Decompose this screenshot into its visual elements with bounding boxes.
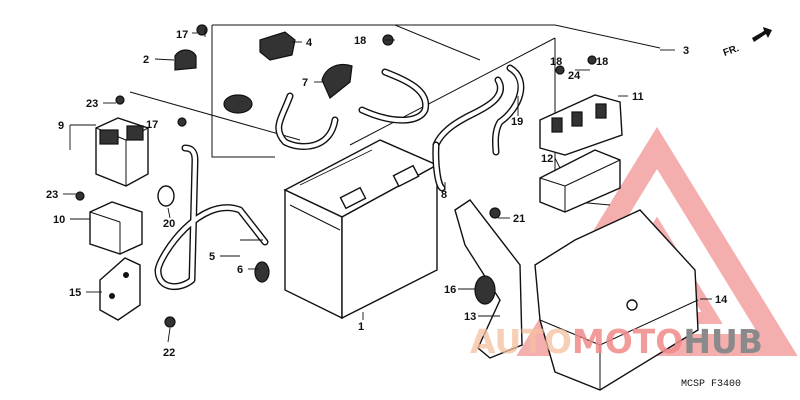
part-label: 17	[146, 119, 158, 131]
part-label: 20	[163, 218, 175, 230]
starter-relay	[95, 117, 149, 187]
part-label: 7	[302, 77, 308, 89]
part-label: 9	[58, 120, 64, 132]
part-label: 16	[444, 284, 456, 296]
part-label: 5	[209, 251, 215, 263]
battery	[283, 139, 439, 320]
part-label: 1	[358, 321, 364, 333]
rubber-16	[474, 275, 496, 305]
clip-2	[174, 49, 197, 71]
part-label: 19	[511, 116, 523, 128]
battery-tray-14	[534, 209, 699, 391]
relay-bracket	[99, 257, 141, 321]
watermark-text-hub: HUB	[683, 322, 763, 361]
part-label: 23	[86, 98, 98, 110]
fuse-box-cover-12	[539, 149, 621, 213]
part-label: 23	[46, 189, 58, 201]
terminal-cover-4	[259, 31, 296, 61]
part-label: 2	[143, 54, 149, 66]
forward-label: FR.	[722, 43, 741, 59]
part-label: 18	[354, 35, 366, 47]
part-label: 11	[632, 91, 644, 103]
svg-text:AUTOMOTOHUB: AUTOMOTOHUB	[470, 322, 763, 361]
part-label: 17	[176, 29, 188, 41]
drawing-code: MCSP F3400	[681, 379, 741, 390]
part-label: 13	[464, 311, 476, 323]
part-label: 14	[715, 294, 728, 306]
part-label: 12	[541, 153, 553, 165]
part-label: 22	[163, 347, 175, 359]
part-label: 6	[237, 264, 243, 276]
part-label: 18	[596, 56, 608, 68]
bolts-nuts	[75, 24, 597, 328]
fuse-box-11	[539, 94, 623, 156]
part-labels: 1 2 3 4 5 6 7 8 9 10 11 12 13 14 15 16 1…	[46, 29, 728, 359]
part-label: 4	[306, 37, 313, 49]
part-label: 24	[568, 70, 581, 82]
battery-cables	[154, 64, 525, 291]
watermark-text-auto: AUTO	[470, 322, 572, 361]
part-label: 3	[683, 45, 689, 57]
part-label: 18	[550, 56, 562, 68]
part-label: 15	[69, 287, 81, 299]
terminal-cover-7	[321, 63, 353, 99]
part-label: 8	[441, 189, 447, 201]
leader-lines	[63, 28, 712, 343]
part-label: 21	[513, 213, 525, 225]
forward-arrow-icon	[752, 27, 772, 42]
watermark-text-moto: MOTO	[572, 322, 683, 361]
part-label: 10	[53, 214, 65, 226]
forward-direction-indicator: FR.	[722, 27, 772, 59]
watermark-text: AUTOMOTOHUB	[470, 322, 763, 361]
relay-cover	[89, 201, 143, 255]
